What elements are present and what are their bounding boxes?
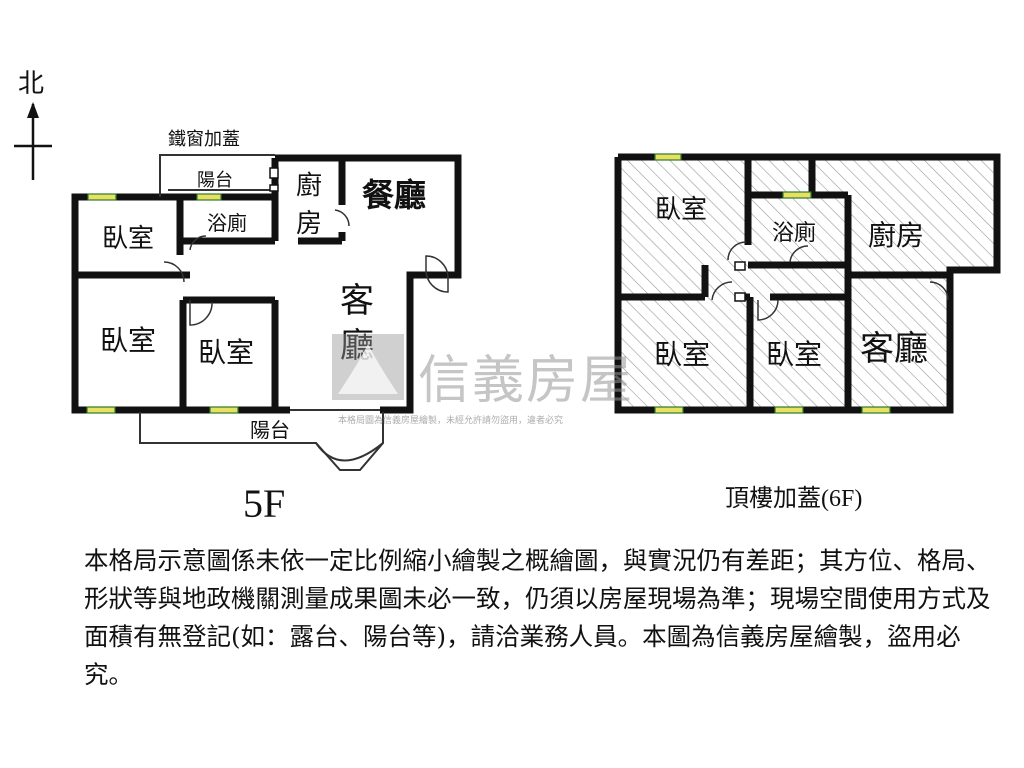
floor5-balcony-bottom-label: 陽台	[250, 418, 290, 442]
floor6-floor	[618, 157, 997, 410]
floor5-windows	[86, 193, 239, 414]
floor5-bedroom-top-label: 臥室	[102, 224, 154, 254]
floor6-bathroom-label: 浴廁	[772, 221, 816, 246]
floor6-bedroom-left-label: 臥室	[654, 338, 710, 371]
floor6-walls	[614, 153, 1001, 414]
north-arrow-icon	[14, 102, 52, 180]
floor5-bedroom-mid-label: 臥室	[198, 336, 254, 369]
floor6-windows	[654, 153, 891, 414]
brand-watermark-text: 信義房屋	[418, 351, 635, 411]
floor5-kitchen-label-2: 房	[296, 209, 322, 239]
floor5-kitchen-label-1: 廚	[296, 171, 322, 201]
floor6-title: 頂樓加蓋(6F)	[725, 486, 863, 512]
floor5-bathroom-label: 浴廁	[207, 211, 247, 235]
floor6-doors	[711, 241, 949, 321]
brand-watermark: 信義房屋	[332, 334, 702, 411]
watermark-notice: 本格局圖為信義房屋繪製，未經允許請勿盜用，違者必究	[338, 416, 564, 426]
floor6-bedroom-top-label: 臥室	[655, 195, 707, 225]
floor5-balcony-outline	[139, 154, 384, 471]
compass-label: 北	[18, 69, 44, 99]
floor5-iron-window-label: 鐵窗加蓋	[168, 129, 240, 150]
brand-logo-icon	[332, 334, 404, 400]
disclaimer-text: 本格局示意圖係未依一定比例縮小繪製之概繪圖，與實況仍有差距；其方位、格局、形狀等…	[84, 546, 991, 689]
floor5-dining-label: 餐廳	[362, 176, 426, 214]
floor5-balcony-top-label: 陽台	[197, 170, 233, 191]
floor6-kitchen-label: 廚房	[868, 219, 924, 252]
floor5-living-label-1: 客	[340, 281, 374, 321]
floor5-title: 5F	[243, 481, 286, 526]
floor5-doors	[163, 167, 449, 326]
floor6-living-label: 客廳	[860, 329, 928, 369]
floor6-bedroom-mid-label: 臥室	[766, 338, 822, 371]
floor-plan-drawing: 北	[14, 69, 1001, 471]
floor5-bedroom-left-label: 臥室	[100, 324, 156, 357]
